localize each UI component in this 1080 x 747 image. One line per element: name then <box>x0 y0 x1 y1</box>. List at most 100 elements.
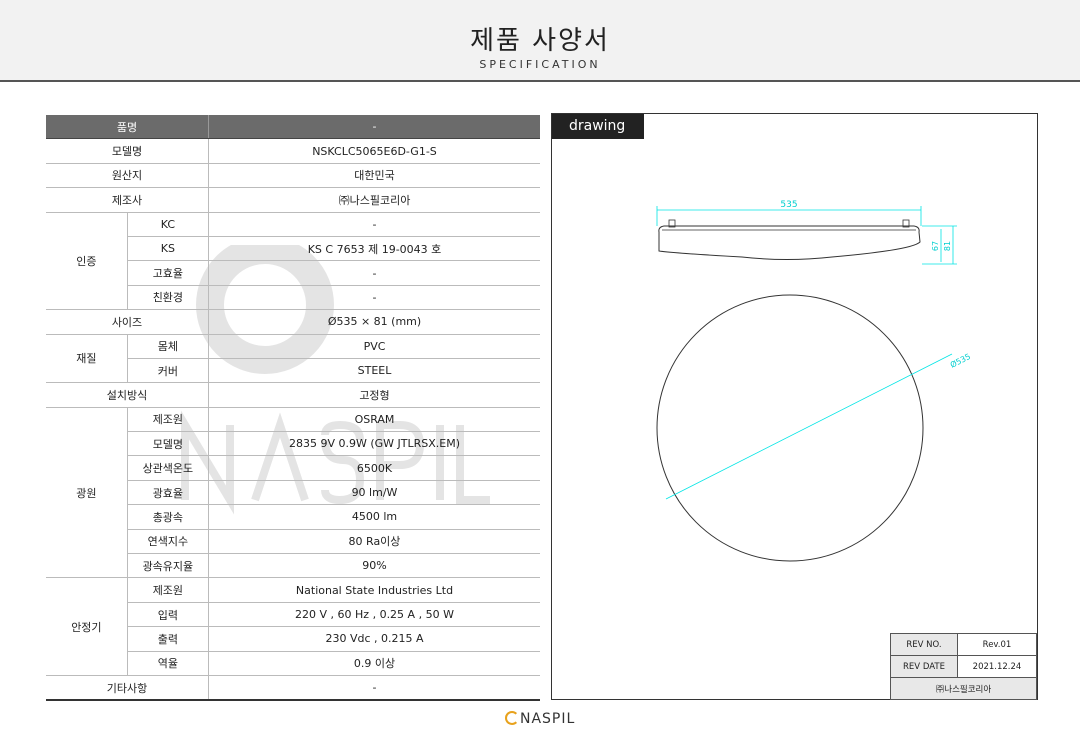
side-view <box>656 206 957 265</box>
table-row: 출력 230 Vdc , 0.215 A <box>46 626 540 652</box>
cell-label: 연색지수 <box>127 529 209 555</box>
cell-value: 230 Vdc , 0.215 A <box>208 626 540 652</box>
table-row: 역율 0.9 이상 <box>46 651 540 676</box>
cell-label: 친환경 <box>127 285 209 311</box>
cell-value: OSRAM <box>208 407 540 433</box>
table-row: 친환경 - <box>46 285 540 311</box>
cell-label: 제조사 <box>46 187 209 213</box>
cell-value: 80 Ra이상 <box>208 529 540 555</box>
cell-label: 설치방식 <box>46 382 209 408</box>
cell-value: 4500 lm <box>208 504 540 530</box>
table-row: 사이즈 Ø535 × 81 (mm) <box>46 309 540 335</box>
rev-company: ㈜나스필코리아 <box>890 677 1037 700</box>
table-row: 연색지수 80 Ra이상 <box>46 529 540 555</box>
cell-value: KS C 7653 제 19-0043 호 <box>208 236 540 262</box>
group-label: 광원 <box>46 407 128 579</box>
top-view-circle <box>656 294 924 562</box>
table-row: REV DATE 2021.12.24 <box>890 655 1037 678</box>
cell-label: KC <box>127 212 209 237</box>
dim-height2-label: 81 <box>943 241 952 251</box>
group-label: 안정기 <box>46 577 128 676</box>
cell-value: 90% <box>208 553 540 579</box>
cell-value: Ø535 × 81 (mm) <box>208 309 540 335</box>
cell-label: 역율 <box>127 651 209 676</box>
table-row: REV NO. Rev.01 <box>890 633 1037 656</box>
cell-value: National State Industries Ltd <box>208 577 540 603</box>
dim-height1-label: 67 <box>931 241 940 251</box>
page-title: 제품 사양서 <box>470 26 610 56</box>
table-row: 광효율 90 lm/W <box>46 480 540 506</box>
cell-label: 광효율 <box>127 480 209 506</box>
rev-date-label: REV DATE <box>890 655 958 678</box>
cell-value: ㈜나스필코리아 <box>208 187 540 213</box>
table-row: 안정기 제조원 National State Industries Ltd <box>46 577 540 676</box>
page-subtitle: SPECIFICATION <box>479 58 601 71</box>
cell-value: 6500K <box>208 455 540 481</box>
page-header: 제품 사양서 SPECIFICATION <box>0 0 1080 82</box>
cell-label: 총광속 <box>127 504 209 530</box>
group-label: 재질 <box>46 334 128 384</box>
logo-text: NASPIL <box>520 711 576 727</box>
cell-value: 고정형 <box>208 382 540 408</box>
table-row: 재질 몸체 PVC <box>46 334 540 384</box>
rev-date-value: 2021.12.24 <box>957 655 1037 678</box>
table-row: KS KS C 7653 제 19-0043 호 <box>46 236 540 262</box>
cell-label: 품명 <box>46 115 209 140</box>
cell-value: - <box>208 285 540 311</box>
revision-block: REV NO. Rev.01 REV DATE 2021.12.24 ㈜나스필코… <box>890 633 1037 700</box>
cell-value: 0.9 이상 <box>208 651 540 676</box>
rev-no-value: Rev.01 <box>957 633 1037 656</box>
table-row: 광원 제조원 OSRAM <box>46 407 540 579</box>
spec-table: 품명 - 모델명 NSKCLC5065E6D-G1-S 원산지 대한민국 제조사… <box>46 115 540 702</box>
group-label: 인증 <box>46 212 128 311</box>
cell-value: - <box>208 675 540 702</box>
cell-label: 사이즈 <box>46 309 209 335</box>
diameter-line <box>665 353 953 500</box>
cell-value: 220 V , 60 Hz , 0.25 A , 50 W <box>208 602 540 628</box>
table-row: 기타사항 - <box>46 675 540 702</box>
cell-value: 90 lm/W <box>208 480 540 506</box>
cell-label: 몸체 <box>127 334 209 359</box>
cell-label: 입력 <box>127 602 209 628</box>
table-row: 제조사 ㈜나스필코리아 <box>46 187 540 213</box>
table-row: 모델명 2835 9V 0.9W (GW JTLRSX.EM) <box>46 431 540 457</box>
table-row: 입력 220 V , 60 Hz , 0.25 A , 50 W <box>46 602 540 628</box>
brand-logo: NASPIL <box>505 711 575 733</box>
cell-label: 커버 <box>127 358 209 384</box>
cell-value: 2835 9V 0.9W (GW JTLRSX.EM) <box>208 431 540 457</box>
table-row: 인증 KC - <box>46 212 540 311</box>
dim-width-label: 535 <box>780 200 797 210</box>
cell-label: 기타사항 <box>46 675 209 702</box>
cell-value: 대한민국 <box>208 163 540 189</box>
cell-label: 원산지 <box>46 163 209 189</box>
rev-no-label: REV NO. <box>890 633 958 656</box>
cell-value: - <box>208 212 540 237</box>
cell-label: 광속유지율 <box>127 553 209 579</box>
drawing-tab-label: drawing <box>552 114 644 139</box>
cell-value: PVC <box>208 334 540 359</box>
drawing-panel: drawing 535 67 81 Ø535 REV NO. Rev.01 <box>551 113 1038 700</box>
cell-value: NSKCLC5065E6D-G1-S <box>208 138 540 164</box>
cell-value: - <box>208 115 540 140</box>
table-row: 모델명 NSKCLC5065E6D-G1-S <box>46 138 540 164</box>
cell-label: KS <box>127 236 209 262</box>
table-row: 품명 - <box>46 115 540 140</box>
cell-value: - <box>208 260 540 286</box>
table-row: 광속유지율 90% <box>46 553 540 579</box>
table-row: 원산지 대한민국 <box>46 163 540 189</box>
table-row: ㈜나스필코리아 <box>890 677 1037 700</box>
cell-value: STEEL <box>208 358 540 384</box>
cell-label: 제조원 <box>127 577 209 603</box>
logo-mark-icon <box>505 711 519 725</box>
product-drawing: 535 67 81 Ø535 <box>656 200 972 562</box>
cell-label: 모델명 <box>46 138 209 164</box>
table-row: 총광속 4500 lm <box>46 504 540 530</box>
cell-label: 상관색온도 <box>127 455 209 481</box>
cell-label: 고효율 <box>127 260 209 286</box>
table-row: 고효율 - <box>46 260 540 286</box>
cell-label: 제조원 <box>127 407 209 433</box>
table-row: 상관색온도 6500K <box>46 455 540 481</box>
cell-label: 모델명 <box>127 431 209 457</box>
cell-label: 출력 <box>127 626 209 652</box>
table-row: 커버 STEEL <box>46 358 540 384</box>
